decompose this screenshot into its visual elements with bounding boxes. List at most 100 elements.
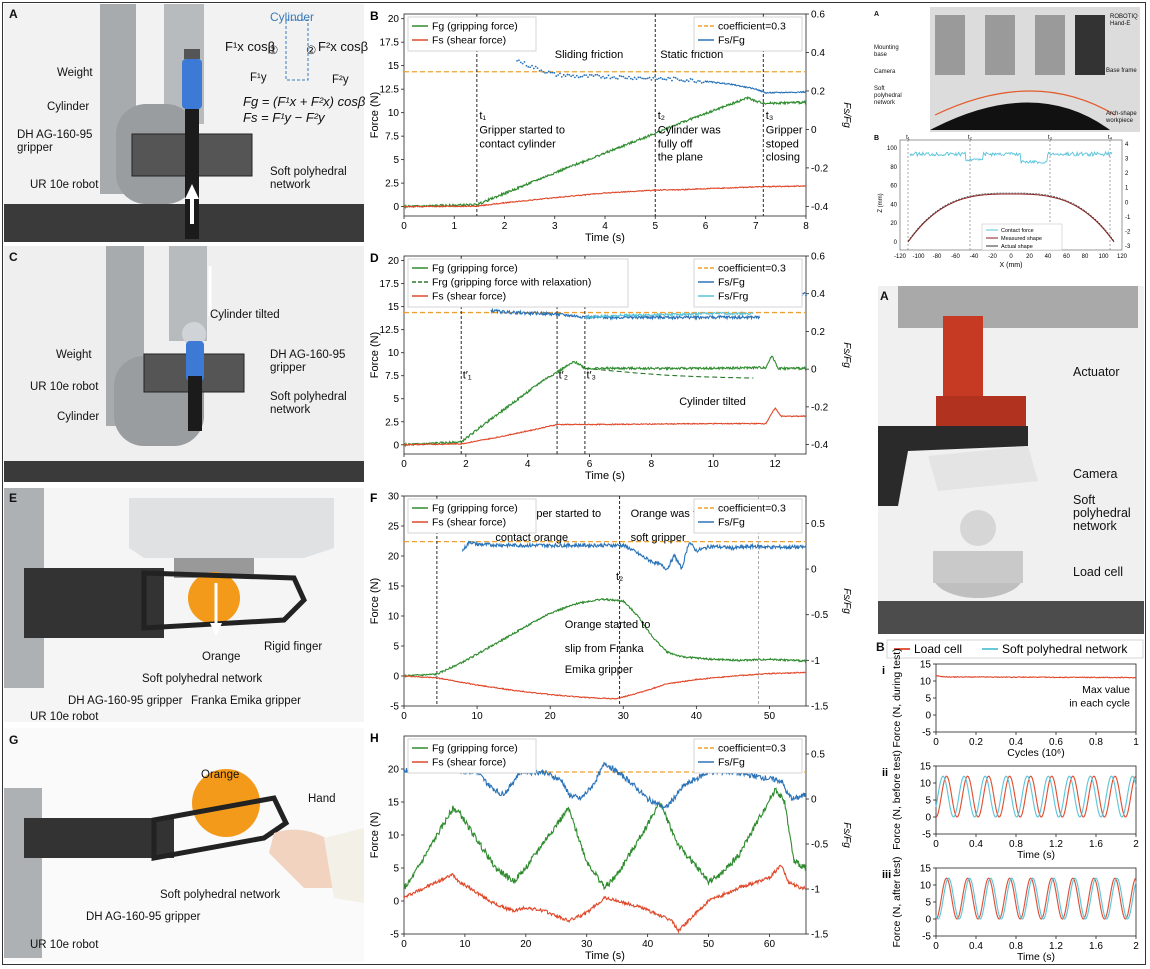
inset-x-tick: 100 bbox=[1098, 254, 1109, 260]
y-tick-label: 5 bbox=[925, 694, 931, 705]
y-tick-label: 7.5 bbox=[385, 132, 399, 143]
legend-box bbox=[407, 498, 537, 534]
x-tick-label: 8 bbox=[649, 459, 655, 470]
legend-label: Fs/Fg bbox=[718, 277, 745, 289]
legend-box bbox=[407, 258, 629, 308]
y-tick-label: 12.5 bbox=[380, 325, 400, 336]
y2-tick-label: -1 bbox=[811, 656, 820, 667]
a-fy-right: F²y bbox=[332, 74, 349, 86]
y-tick-label: 2.5 bbox=[385, 417, 399, 428]
g-label-gripper: DH AG-160-95 gripper bbox=[86, 911, 201, 923]
series-dot-fsfg bbox=[532, 67, 535, 70]
annotation: closing bbox=[766, 152, 800, 164]
ra-label-camera: Camera bbox=[1073, 467, 1118, 481]
inset-y-tick: 80 bbox=[890, 165, 897, 171]
series-dot-fsfg bbox=[650, 79, 653, 81]
y2-tick-label: -0.4 bbox=[811, 202, 829, 213]
series-dot-fsfg bbox=[665, 78, 668, 81]
y-tick-label: 10 bbox=[388, 108, 400, 119]
ra-label-network: Soft polyhedral network bbox=[1073, 493, 1131, 533]
y-tick-label: 5 bbox=[925, 796, 931, 807]
inset-x-tick: -120 bbox=[894, 254, 907, 260]
x-axis-label: Time (s) bbox=[585, 470, 625, 482]
series-dot-fsfg bbox=[639, 76, 642, 79]
annotation: Sliding friction bbox=[555, 49, 623, 61]
c-label-weight: Weight bbox=[56, 349, 92, 361]
note-line-2: in each cycle bbox=[1069, 698, 1130, 710]
series-line-fg bbox=[403, 787, 807, 891]
x-tick-label: 3 bbox=[552, 221, 558, 232]
orange-hand-photo bbox=[4, 769, 364, 958]
series-dot-fsfg bbox=[684, 80, 686, 83]
panel-letter-g: G bbox=[9, 733, 19, 747]
series-line-fsfrg bbox=[584, 310, 754, 320]
series-dot-fsfg bbox=[568, 73, 571, 76]
x-tick-label: 0 bbox=[933, 941, 939, 952]
legend-label: Frg (gripping force with relaxation) bbox=[432, 277, 591, 289]
ra-label-loadcell: Load cell bbox=[1073, 565, 1124, 579]
y-tick-label: -5 bbox=[390, 702, 399, 713]
x-tick-label: 0 bbox=[933, 839, 939, 850]
panel-letter-a: A bbox=[9, 7, 18, 21]
inset-y2-tick: -1 bbox=[1125, 215, 1131, 221]
y-tick-label: 15 bbox=[388, 798, 400, 809]
c-label-ur10e: UR 10e robot bbox=[30, 381, 99, 393]
x-tick-label: 0 bbox=[401, 221, 407, 232]
x-tick-label: 30 bbox=[581, 939, 593, 950]
legend-label-network: Soft polyhedral network bbox=[1002, 642, 1128, 656]
x-tick-label: 10 bbox=[708, 459, 720, 470]
legend-label: Fs (shear force) bbox=[432, 35, 506, 47]
series-dot-fsfg bbox=[523, 61, 526, 63]
series-dot-fsfg bbox=[695, 81, 698, 84]
series-dot-fsfg bbox=[590, 74, 593, 76]
inset-y2-tick: 4 bbox=[1125, 142, 1129, 148]
annotation: the plane bbox=[658, 152, 703, 164]
annotation: t′₂ bbox=[559, 369, 568, 381]
inset-x-tick: 20 bbox=[1026, 254, 1033, 260]
legend-label: Fs (shear force) bbox=[432, 517, 506, 529]
legend-label: Fg (gripping force) bbox=[432, 503, 518, 515]
x-tick-label: 0.4 bbox=[1009, 737, 1023, 748]
y2-tick-label: 0.6 bbox=[811, 252, 825, 263]
a-equation-fs: Fs = F¹y − F²y bbox=[243, 110, 325, 125]
orange-handover-photo bbox=[4, 488, 334, 688]
series-line-fg bbox=[403, 597, 807, 679]
y2-tick-label: 0.5 bbox=[811, 519, 825, 530]
y-tick-label: 5 bbox=[925, 898, 931, 909]
x-tick-label: 60 bbox=[764, 939, 776, 950]
y-axis-label: Force (N, after test) bbox=[891, 856, 903, 947]
series-dot-fsfg bbox=[693, 80, 696, 83]
a-cylinder-title: Cylinder bbox=[270, 10, 315, 24]
series-line-softpolyhedralnetwork bbox=[935, 775, 1137, 818]
inset-l-2: Camera bbox=[874, 69, 896, 75]
y-tick-label: 0 bbox=[925, 813, 931, 824]
series-dot-fsfg bbox=[516, 59, 518, 62]
legend-label: coefficient=0.3 bbox=[718, 743, 786, 755]
inset-x-tick: 60 bbox=[1063, 254, 1070, 260]
robot-cylinder-photo bbox=[4, 4, 364, 242]
y2-axis-label: Fs/Fg bbox=[841, 588, 852, 614]
y2-tick-label: -0.2 bbox=[811, 402, 829, 413]
y2-axis-label: Fs/Fg bbox=[841, 342, 852, 368]
series-dot-fsfg bbox=[635, 78, 638, 81]
x-tick-label: 1 bbox=[1133, 737, 1139, 748]
inset-top-1: ROBOTIQ bbox=[1110, 14, 1138, 20]
panel-letter-c: C bbox=[9, 250, 18, 264]
photo-panel-e bbox=[4, 488, 364, 722]
series-line-fg bbox=[403, 355, 807, 448]
y2-tick-label: 0 bbox=[811, 795, 817, 806]
y-tick-label: 15 bbox=[920, 660, 932, 671]
series-line-softpolyhedralnetwork bbox=[935, 877, 1137, 920]
inset-ylabel: Z (mm) bbox=[878, 193, 884, 212]
x-axis-label: Time (s) bbox=[585, 950, 625, 962]
x-tick-label: 0.6 bbox=[1049, 737, 1063, 748]
y-tick-label: -5 bbox=[922, 728, 931, 739]
y2-tick-label: -0.2 bbox=[811, 163, 829, 174]
series-dot-fsfg bbox=[674, 76, 677, 79]
photo-panel-g bbox=[4, 728, 364, 962]
sub-letter: ii bbox=[882, 767, 888, 779]
photo-right-a bbox=[878, 286, 1144, 634]
